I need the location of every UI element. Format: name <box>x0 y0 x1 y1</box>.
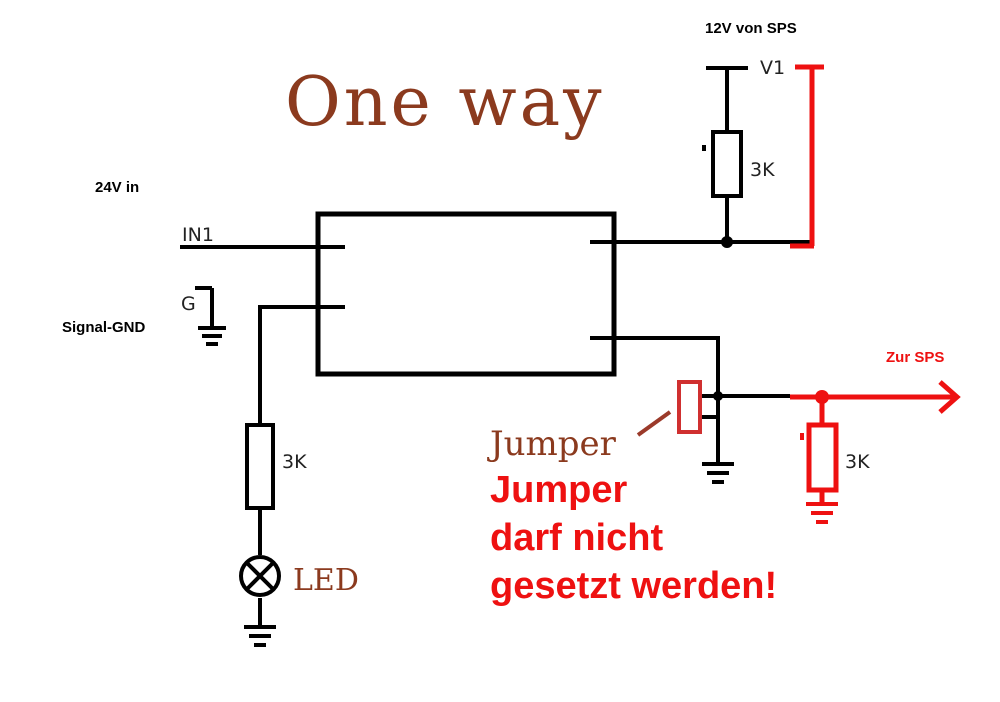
top-resistor-label: 3K <box>750 159 775 181</box>
v1-supply-wire <box>702 66 748 242</box>
left-resistor <box>245 423 275 510</box>
v1-label: V1 <box>760 57 785 79</box>
g-label: G <box>181 293 196 315</box>
red-ground-icon <box>806 502 838 524</box>
v12-source-label: 12V von SPS <box>705 20 797 37</box>
led-ground-icon <box>244 625 276 647</box>
signal-gnd-label: Signal-GND <box>62 319 146 336</box>
led-lamp-icon <box>239 555 281 597</box>
right-resistor-label: 3K <box>845 451 870 473</box>
jumper-ground-icon <box>702 462 734 484</box>
junction-dot <box>721 236 733 248</box>
jumper-block <box>677 380 702 434</box>
top-resistor <box>711 130 743 198</box>
diagram-title: One way <box>285 63 605 142</box>
led-branch-wire <box>258 305 345 625</box>
zur-sps-label: Zur SPS <box>886 349 944 366</box>
left-resistor-label: 3K <box>282 451 307 473</box>
jumper-label: Jumper <box>487 424 617 464</box>
junction-dot <box>815 390 829 404</box>
optocoupler-module <box>315 211 617 377</box>
in1-label: IN1 <box>182 224 214 246</box>
red-v1-link-wire <box>790 64 824 249</box>
right-resistor <box>806 422 839 493</box>
warning-line-2: darf nicht <box>490 517 663 559</box>
junction-dot <box>713 391 723 401</box>
warning-line-1: Jumper <box>490 469 627 511</box>
g-ground-icon <box>195 286 226 346</box>
in-24v-label: 24V in <box>95 179 139 196</box>
led-label: LED <box>293 563 359 598</box>
jumper-pointer <box>636 410 672 437</box>
warning-line-3: gesetzt werden! <box>490 565 777 607</box>
